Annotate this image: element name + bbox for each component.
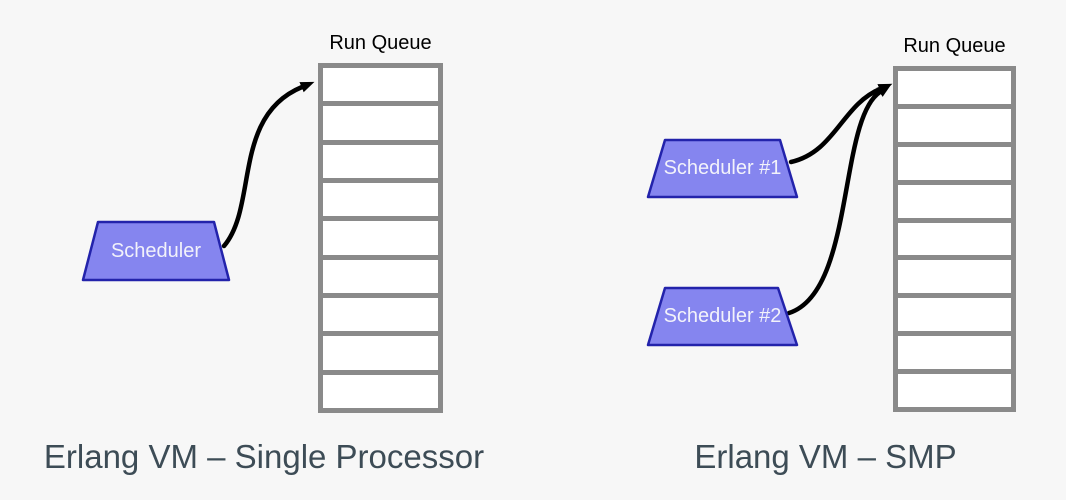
scheduler-trapezoid (81, 220, 231, 282)
scheduler1-trapezoid (646, 138, 799, 199)
arrow-scheduler-to-run-queue (221, 81, 315, 249)
run-queue-label-right: Run Queue (903, 35, 1006, 57)
queue-cell (898, 71, 1011, 104)
queue-cell (898, 108, 1011, 142)
scheduler2-label: Scheduler #2 (663, 305, 782, 327)
scheduler-label: Scheduler (110, 240, 202, 262)
caption-single-processor: Erlang VM – Single Processor (43, 438, 485, 475)
queue-cell (323, 106, 438, 140)
queue-cell (323, 144, 438, 178)
queue-cell (898, 184, 1011, 218)
queue-cell (898, 336, 1011, 370)
queue-cell (323, 259, 438, 293)
scheduler2-trapezoid (646, 286, 799, 347)
queue-cell (898, 298, 1011, 332)
queue-cell (323, 297, 438, 332)
arrow-scheduler2-to-run-queue (786, 84, 892, 316)
run-queue-label-left: Run Queue (329, 32, 432, 54)
queue-cell (898, 222, 1011, 256)
queue-cell (323, 68, 438, 102)
queue-cell (323, 336, 438, 370)
scheduler1-label: Scheduler #1 (663, 157, 782, 179)
caption-smp: Erlang VM – SMP (694, 438, 957, 475)
queue-cell (323, 182, 438, 217)
queue-cell (898, 374, 1011, 408)
run-queue-right (893, 66, 1016, 412)
queue-cell (323, 374, 438, 408)
queue-cell (898, 260, 1011, 294)
arrow-scheduler1-to-run-queue (788, 83, 893, 165)
run-queue-left (318, 63, 443, 413)
queue-cell (898, 146, 1011, 180)
queue-cell (323, 221, 438, 255)
